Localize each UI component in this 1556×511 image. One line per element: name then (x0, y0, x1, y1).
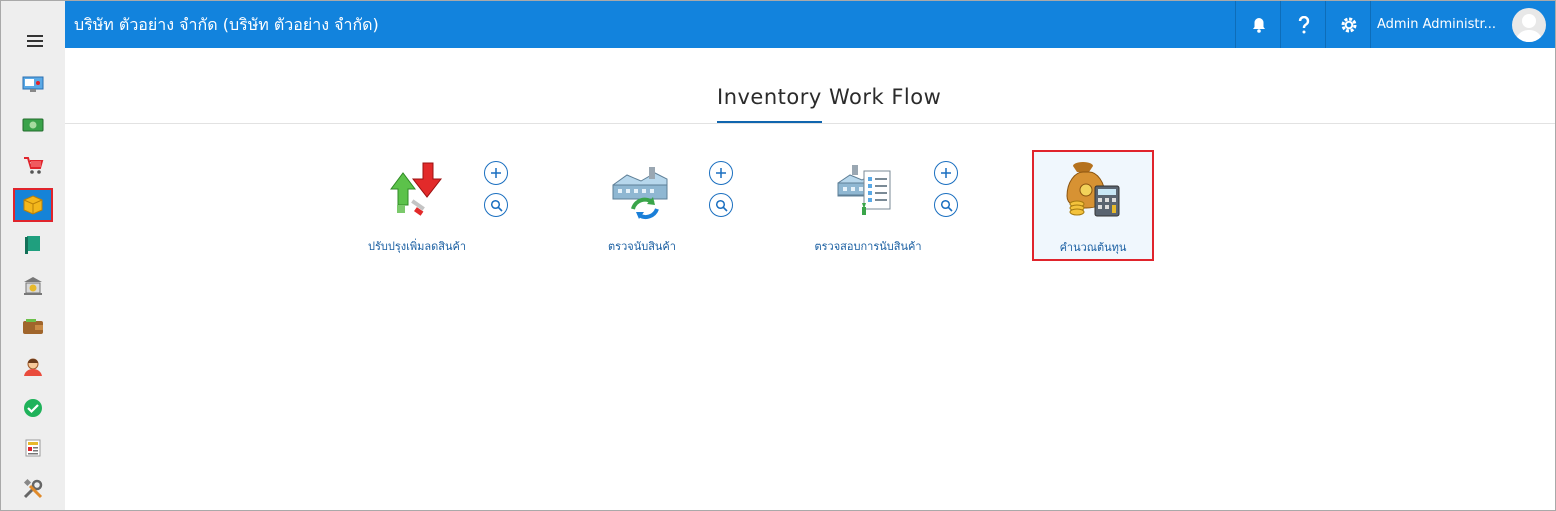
search-stock-count-button[interactable] (709, 193, 733, 217)
bank-icon[interactable] (13, 269, 53, 303)
search-stock-adjust-button[interactable] (484, 193, 508, 217)
settings-gear-icon[interactable] (1325, 1, 1371, 48)
check-icon[interactable] (13, 391, 53, 425)
book-icon[interactable] (13, 228, 53, 262)
cost-calculation-label[interactable]: คำนวณต้นทุน (1059, 241, 1127, 254)
tools-icon[interactable] (13, 472, 53, 506)
monitor-icon[interactable] (13, 67, 53, 101)
search-stock-count-check-button[interactable] (934, 193, 958, 217)
stock-count-icon[interactable] (609, 159, 671, 221)
sidebar (1, 1, 65, 510)
report-icon[interactable] (13, 431, 53, 465)
avatar[interactable] (1512, 8, 1546, 42)
stock-count-check-icon[interactable] (834, 159, 896, 221)
wallet-icon[interactable] (13, 310, 53, 344)
inventory-box-icon[interactable] (13, 188, 53, 222)
page-title: Inventory Work Flow (717, 85, 942, 109)
stock-count-check-label[interactable]: ตรวจสอบการนับสินค้า (814, 240, 922, 253)
stock-count-label[interactable]: ตรวจนับสินค้า (608, 240, 676, 253)
notification-bell-icon[interactable] (1235, 1, 1281, 48)
cost-calculation-icon[interactable] (1061, 158, 1123, 220)
stock-adjust-label[interactable]: ปรับปรุงเพิ่มลดสินค้า (367, 240, 467, 253)
menu-icon[interactable] (27, 35, 43, 47)
stock-adjust-icon[interactable] (385, 159, 447, 221)
divider (65, 123, 1555, 124)
money-icon[interactable] (13, 108, 53, 142)
help-icon[interactable] (1280, 1, 1326, 48)
person-icon[interactable] (13, 350, 53, 384)
user-name[interactable]: Admin Administr... (1377, 17, 1497, 32)
add-stock-count-check-button[interactable] (934, 161, 958, 185)
add-stock-count-button[interactable] (709, 161, 733, 185)
top-bar: บริษัท ตัวอย่าง จำกัด (บริษัท ตัวอย่าง จ… (65, 1, 1555, 48)
company-name: บริษัท ตัวอย่าง จำกัด (บริษัท ตัวอย่าง จ… (74, 15, 379, 34)
cart-icon[interactable] (13, 148, 53, 182)
add-stock-adjust-button[interactable] (484, 161, 508, 185)
user-menu[interactable] (1370, 1, 1551, 48)
title-underline (717, 121, 822, 124)
